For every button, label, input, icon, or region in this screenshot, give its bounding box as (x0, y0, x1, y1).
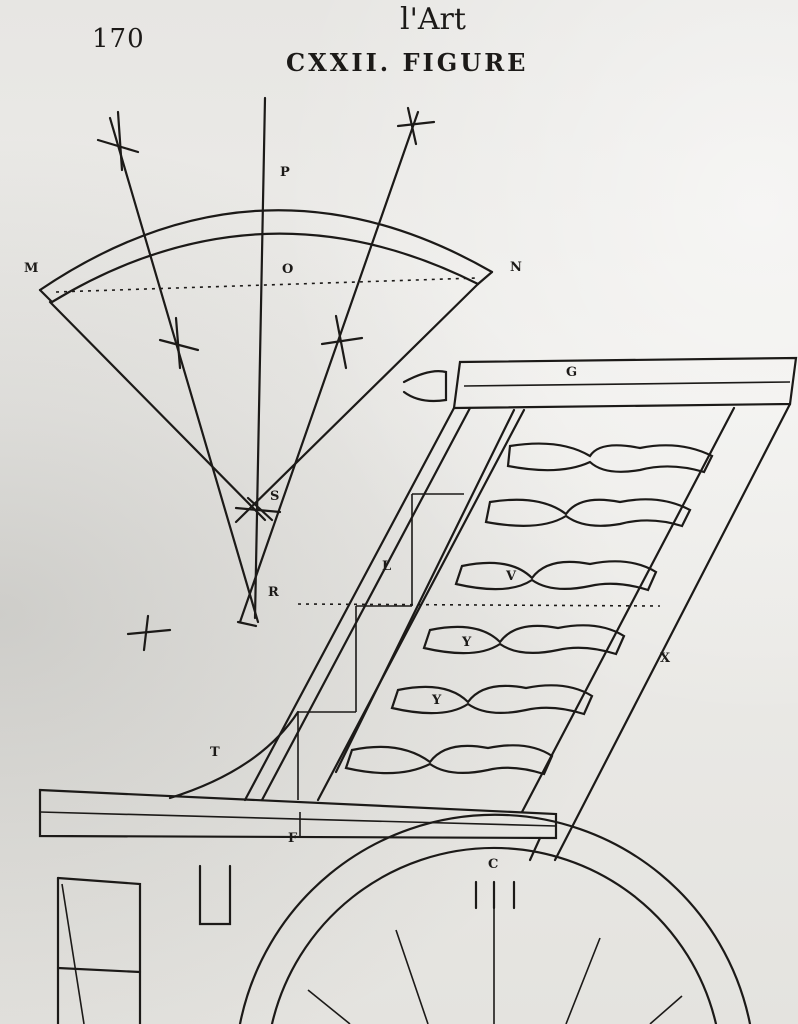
label-m: M (24, 261, 38, 276)
radius-left (48, 300, 267, 522)
label-x: X (660, 651, 671, 666)
label-o: O (282, 262, 293, 277)
wheel (238, 813, 752, 1024)
label-v: V (505, 569, 517, 584)
label-t: T (210, 745, 220, 760)
arc-construction (38, 96, 494, 652)
label-p: P (280, 165, 290, 180)
bottom-beam (38, 788, 558, 840)
page-number: 170 (92, 24, 145, 54)
label-f: F (288, 831, 298, 846)
label-l: L (382, 559, 391, 574)
bisector-left (108, 116, 260, 624)
label-s: S (270, 489, 279, 504)
running-title: l'Art (400, 2, 466, 37)
label-r: R (268, 585, 279, 600)
label-y2: Y (431, 693, 442, 708)
label-n: N (510, 260, 522, 275)
wheel-rim-outer (238, 813, 752, 1024)
radius-right (234, 282, 480, 524)
figure-caption: CXXII. FIGURE (286, 48, 529, 77)
chord-mn (55, 277, 477, 293)
construction-line-r (297, 603, 661, 607)
label-c: C (488, 857, 498, 872)
balusters (344, 442, 714, 776)
outer-arc (38, 209, 494, 292)
inner-arc (50, 232, 480, 304)
carriage-body (38, 356, 798, 862)
bisector-right (238, 110, 420, 624)
label-y1: Y (461, 635, 472, 650)
wheel-rim-inner (270, 846, 718, 1024)
inner-post (316, 408, 526, 802)
label-g: G (566, 365, 577, 380)
lower-structure (56, 864, 232, 1024)
right-post (553, 402, 792, 862)
vertical-axis (253, 96, 267, 620)
curved-brace (168, 710, 300, 800)
